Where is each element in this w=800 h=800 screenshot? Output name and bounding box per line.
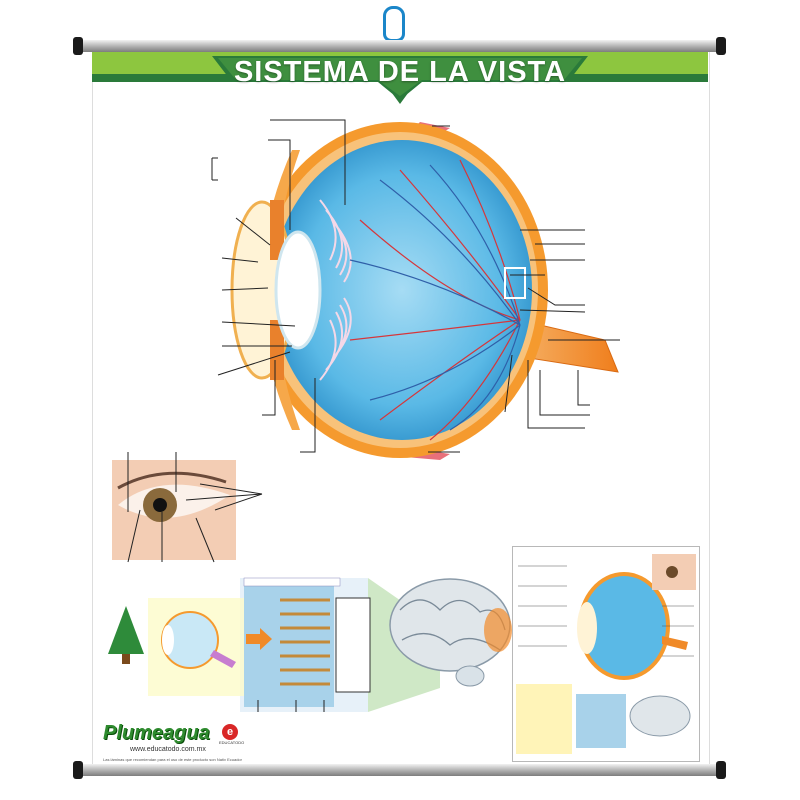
visual-pathway (108, 577, 512, 712)
photo-leaders (127, 452, 263, 563)
top-rod-cap-right (716, 37, 726, 55)
bottom-rod (80, 764, 720, 776)
retinal-veins (349, 164, 521, 431)
iris-bottom (270, 320, 284, 380)
macula-marker (504, 267, 526, 299)
vitreous-body (272, 140, 532, 440)
brand-logo: Plumeagua (103, 722, 210, 744)
tree-icon (108, 606, 144, 664)
top-rod (80, 40, 720, 52)
retinal-arteries (349, 159, 521, 441)
pathway-tick-marks (257, 700, 325, 712)
title-banner (92, 52, 708, 104)
footer-note: Las láminas que recomiendan para el uso … (103, 757, 242, 762)
photoreceptor-cells (280, 598, 330, 686)
lens (274, 230, 322, 350)
page-title: SISTEMA DE LA VISTA (233, 56, 567, 88)
brand-url: www.educatodo.com.mx (130, 746, 206, 753)
small-eye-icon (161, 611, 236, 669)
label-leaders (211, 119, 620, 453)
educatodo-badge: e (222, 724, 238, 740)
iris-top (270, 200, 284, 260)
top-rod-cap-left (73, 37, 83, 55)
empty-label-box (335, 597, 371, 693)
brain-icon (389, 578, 512, 687)
external-eye-photo (112, 460, 236, 560)
bottom-rod-cap-right (716, 761, 726, 779)
bottom-rod-cap-left (73, 761, 83, 779)
educatodo-badge-text: EDUCATODO (219, 740, 245, 745)
arrow-right-icon (246, 628, 272, 650)
ciliary-zonules (319, 199, 352, 381)
thumbnail-graphics (516, 554, 696, 754)
